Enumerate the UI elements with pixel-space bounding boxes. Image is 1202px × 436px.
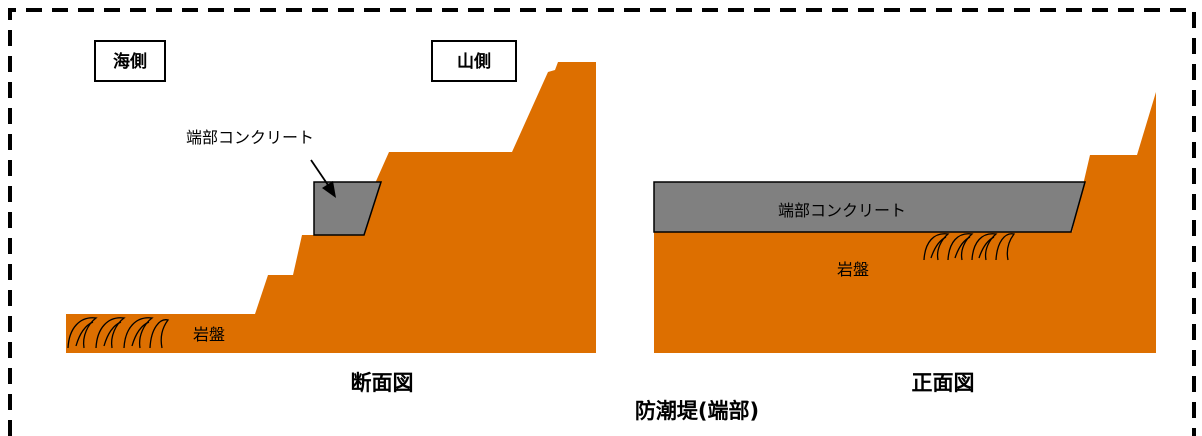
grass-tufts-icon <box>67 317 170 349</box>
grass-tufts-icon <box>923 233 1016 261</box>
front-view-caption: 正面図 <box>912 371 975 395</box>
bedrock-front-view <box>654 92 1156 353</box>
mountain-side-box <box>431 40 517 82</box>
mountain-side-label: 山側 <box>457 51 491 72</box>
cross-section-diagram <box>66 62 596 353</box>
sea-side-box <box>94 40 166 82</box>
main-title: 防潮堤(端部) <box>635 399 759 423</box>
bedrock-label-cross: 岩盤 <box>193 325 225 344</box>
bedrock-label-front: 岩盤 <box>837 260 869 279</box>
arrow-pointer-icon <box>310 159 336 198</box>
end-concrete-label-front: 端部コンクリート <box>778 201 906 220</box>
end-concrete-cross-section <box>313 181 383 236</box>
end-concrete-label-cross: 端部コンクリート <box>186 128 314 147</box>
sea-side-label: 海側 <box>113 51 147 72</box>
cross-section-caption: 断面図 <box>351 371 414 395</box>
dashed-frame <box>8 8 1196 436</box>
front-view-diagram <box>653 92 1156 353</box>
bedrock-cross-section <box>66 62 596 353</box>
end-concrete-front-view <box>653 181 1086 233</box>
